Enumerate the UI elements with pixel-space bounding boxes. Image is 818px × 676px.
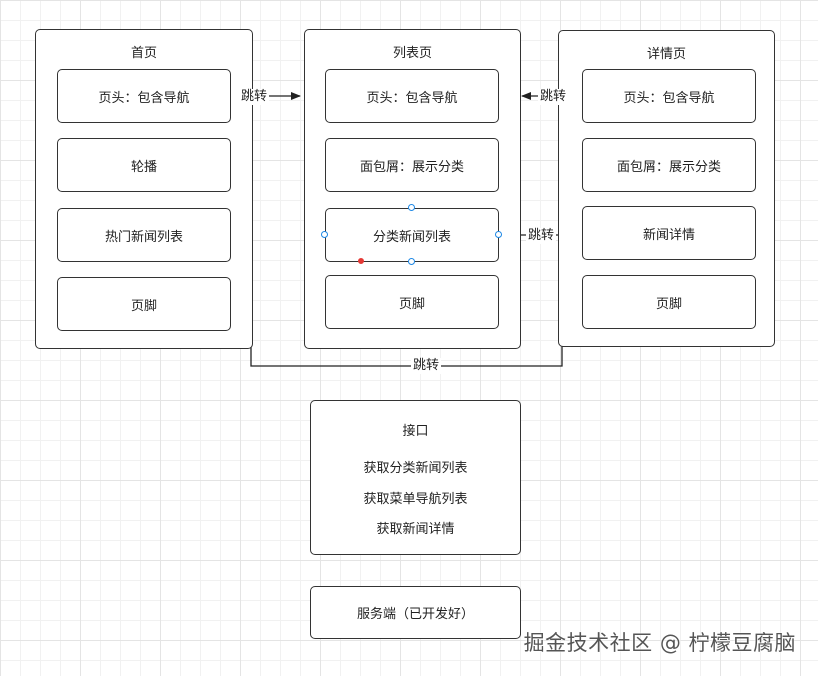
selection-handle-left[interactable] (321, 231, 328, 238)
home-carousel-box[interactable]: 轮播 (57, 138, 231, 192)
detail-header-box[interactable]: 页头：包含导航 (582, 69, 756, 123)
home-footer-box[interactable]: 页脚 (57, 277, 231, 331)
home-page-title: 首页 (130, 46, 157, 61)
detail-footer-box[interactable]: 页脚 (582, 275, 756, 329)
selection-handle-right[interactable] (495, 231, 502, 238)
api-item-category-news: 获取分类新闻列表 (363, 461, 468, 476)
edge-label-home-to-list: 跳转 (239, 89, 270, 105)
list-header-box[interactable]: 页头：包含导航 (325, 69, 499, 123)
edge-label-detail-to-list: 跳转 (538, 89, 569, 105)
detail-page-title: 详情页 (646, 47, 686, 62)
api-panel[interactable]: 接口 获取分类新闻列表 获取菜单导航列表 获取新闻详情 (310, 400, 521, 555)
home-hot-news-box[interactable]: 热门新闻列表 (57, 208, 231, 262)
list-page-title: 列表页 (392, 46, 432, 61)
home-header-box[interactable]: 页头：包含导航 (57, 69, 231, 123)
list-footer-box[interactable]: 页脚 (325, 275, 499, 329)
detail-news-box[interactable]: 新闻详情 (582, 206, 756, 260)
server-box[interactable]: 服务端（已开发好） (310, 586, 521, 639)
selection-handle-anchor[interactable] (358, 258, 364, 264)
detail-breadcrumb-box[interactable]: 面包屑：展示分类 (582, 138, 756, 192)
edge-label-home-to-detail: 跳转 (411, 358, 442, 374)
api-item-news-detail: 获取新闻详情 (376, 522, 455, 537)
list-breadcrumb-box[interactable]: 面包屑：展示分类 (325, 138, 499, 192)
list-category-news-box[interactable]: 分类新闻列表 (325, 208, 499, 262)
api-item-menu-nav: 获取菜单导航列表 (363, 492, 468, 507)
selection-handle-top[interactable] (408, 204, 415, 211)
api-title: 接口 (402, 424, 429, 439)
edge-label-list-to-detail: 跳转 (526, 228, 557, 244)
watermark-text: 掘金技术社区 @ 柠檬豆腐脑 (523, 631, 796, 655)
selection-handle-bottom[interactable] (408, 258, 415, 265)
